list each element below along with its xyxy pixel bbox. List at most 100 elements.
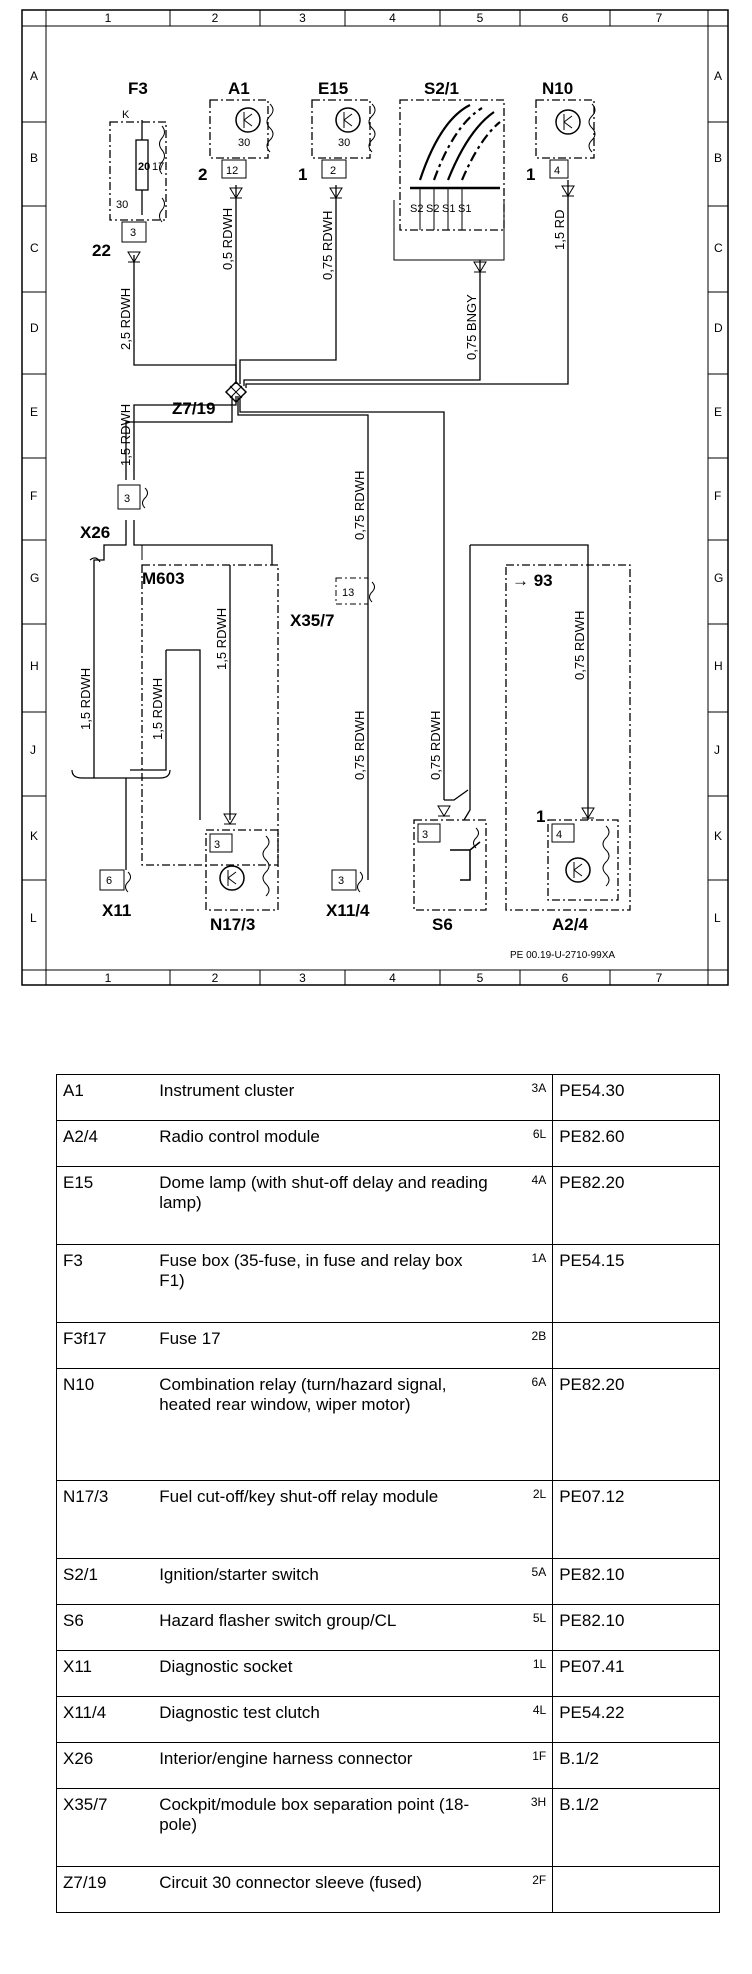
wire-label: 0,75 RDWH [352, 711, 367, 780]
grid-row-label: G [30, 571, 39, 585]
legend-code: F3 [56, 1244, 154, 1323]
grid-column-label: 4 [389, 971, 396, 985]
legend-page-ref: B.1/2 [552, 1788, 720, 1867]
pin-label: 22 [92, 241, 111, 260]
legend-page-ref: PE82.20 [552, 1368, 720, 1481]
legend-description: Combination relay (turn/hazard signal, h… [153, 1368, 497, 1481]
pin-label: S2 [410, 203, 423, 215]
legend-code: X35/7 [56, 1788, 154, 1867]
legend-description: Circuit 30 connector sleeve (fused) [153, 1866, 497, 1913]
legend-description: Hazard flasher switch group/CL [153, 1604, 497, 1651]
lamp-icon [235, 107, 261, 133]
label-z7-19: Z7/19 [172, 399, 215, 418]
ignition-switch-s2-1 [393, 99, 505, 273]
combination-relay-n10 [535, 99, 596, 197]
label-x26: X26 [80, 523, 110, 542]
legend-grid-ref: 1L [496, 1650, 554, 1697]
wires [93, 180, 589, 880]
legend-description: Fuse 17 [153, 1322, 497, 1369]
wire-label: 0,75 RDWH [320, 211, 335, 280]
wire-labels: 2,5 RDWH 0,5 RDWH 0,75 RDWH 0,75 BNGY 1,… [78, 208, 587, 780]
pin-label: S2 [426, 203, 439, 215]
pin-label: 13 [342, 587, 354, 599]
diagram-footer-code: PE 00.19-U-2710-99XA [510, 950, 615, 961]
legend-grid-ref: 2L [496, 1480, 554, 1559]
legend-description: Fuse box (35-fuse, in fuse and relay box… [153, 1244, 497, 1323]
wire-label: 1,5 RDWH [214, 608, 229, 670]
grid-row-label: E [30, 405, 38, 419]
pin-label: S1 [458, 203, 471, 215]
fuse-box-f3 [109, 120, 167, 263]
legend-grid-ref: 4L [496, 1696, 554, 1743]
grid-column-label: 6 [562, 11, 569, 25]
legend-grid-ref: 2F [496, 1866, 554, 1913]
grid-column-label: 7 [656, 971, 663, 985]
pin-label: S1 [442, 203, 455, 215]
pin-label: 4 [556, 829, 562, 841]
label-e15: E15 [318, 79, 348, 98]
legend-grid-ref: 6A [496, 1368, 554, 1481]
grid-row-label: C [714, 241, 723, 255]
pin-label: 30 [238, 137, 250, 149]
legend-grid-ref: 4A [496, 1166, 554, 1245]
legend-page-ref [552, 1322, 720, 1369]
grid-column-label: 3 [299, 11, 306, 25]
grid-row-label: K [30, 829, 38, 843]
wire-label: 1,5 RD [552, 210, 567, 250]
legend-code: A2/4 [56, 1120, 154, 1167]
legend-code: S6 [56, 1604, 154, 1651]
legend-page-ref: PE82.20 [552, 1166, 720, 1245]
pin-label: 1 [298, 165, 307, 184]
grid-row-label: D [30, 321, 39, 335]
legend-code: X11/4 [56, 1696, 154, 1743]
connector-x26 [117, 484, 148, 510]
pin-label: 3 [214, 839, 220, 851]
wire-label: 0,75 RDWH [352, 471, 367, 540]
pin-label: 3 [338, 875, 344, 887]
grid-row-label: A [714, 69, 722, 83]
legend-description: Diagnostic test clutch [153, 1696, 497, 1743]
pin-label: 1 [526, 165, 535, 184]
legend-grid-ref: 3A [496, 1074, 554, 1121]
pin-label: 3 [130, 227, 136, 239]
grid-row-label: H [30, 659, 39, 673]
label-x11-4: X11/4 [326, 901, 370, 920]
grid-column-label: 5 [477, 11, 484, 25]
legend-page-ref: PE82.10 [552, 1604, 720, 1651]
legend-page-ref: B.1/2 [552, 1742, 720, 1789]
legend-code: A1 [56, 1074, 154, 1121]
dome-lamp-e15 [311, 99, 376, 199]
legend-page-ref: PE54.30 [552, 1074, 720, 1121]
grid-row-label: L [714, 911, 721, 925]
legend-description: Instrument cluster [153, 1074, 497, 1121]
pin-label: 17 [152, 161, 164, 173]
grid-row-label: J [30, 743, 36, 757]
label-m603: M603 [142, 569, 185, 588]
grid-row-label: B [30, 151, 38, 165]
pin-label: 2 [330, 165, 336, 177]
brace-x11 [71, 557, 171, 779]
legend-code: S2/1 [56, 1558, 154, 1605]
pin-label: 2 [198, 165, 207, 184]
grid-row-label: F [714, 489, 721, 503]
grid-row-label: C [30, 241, 39, 255]
legend-code: N10 [56, 1368, 154, 1481]
legend-code: E15 [56, 1166, 154, 1245]
wire-label: 0,5 RDWH [220, 208, 235, 270]
legend-grid-ref: 3H [496, 1788, 554, 1867]
grid-row-label: L [30, 911, 37, 925]
label-n17-3: N17/3 [210, 915, 255, 934]
legend-grid-ref: 2B [496, 1322, 554, 1369]
pin-label: 12 [226, 165, 238, 177]
